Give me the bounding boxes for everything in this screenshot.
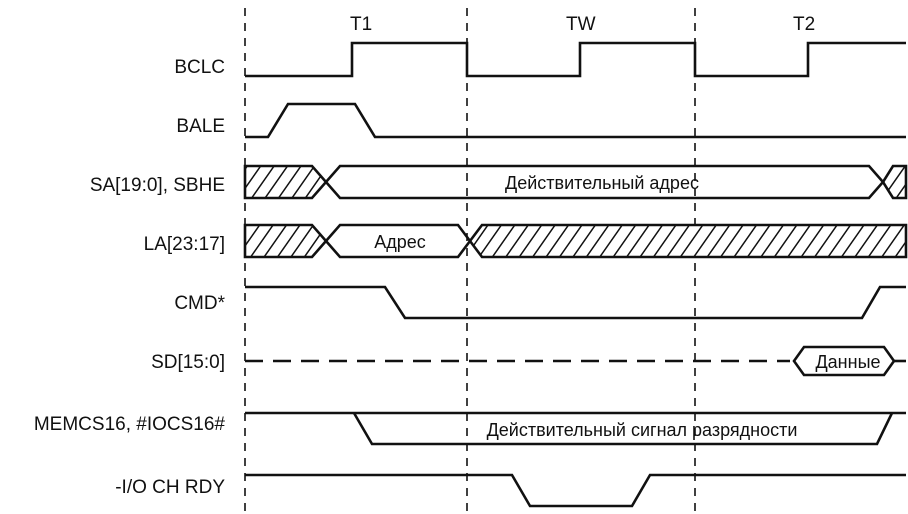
la-bus-waveform: [243, 223, 908, 259]
phase-t1-label: T1: [350, 14, 372, 35]
bclc-waveform: [245, 41, 906, 78]
memcs-valid-annotation: Действительный сигнал разрядности: [487, 420, 798, 440]
signal-label-bclc: BCLC: [174, 57, 225, 78]
signal-label-memcs: MEMCS16, #IOCS16#: [34, 414, 226, 435]
signal-label-cmd: CMD*: [174, 293, 225, 314]
cmd-waveform: [245, 285, 906, 320]
sa-bus-waveform: [243, 164, 908, 200]
la-hatch-right: [468, 223, 908, 259]
phase-t2-label: T2: [793, 14, 815, 35]
memcs-valid-line: [352, 412, 894, 446]
la-address-annotation: Адрес: [374, 232, 426, 252]
sd-bus-waveform: [245, 345, 906, 377]
phase-tw-label: TW: [566, 14, 596, 35]
sa-valid-annotation: Действительный адрес: [505, 173, 699, 193]
bale-waveform: [245, 102, 906, 139]
sa-hatch-right: [881, 164, 908, 200]
la-address-segment: [324, 223, 472, 259]
memcs-waveform: [245, 411, 906, 446]
iochrdy-waveform: [245, 473, 906, 508]
signal-label-sa: SA[19:0], SBHE: [90, 175, 225, 196]
signal-label-bale: BALE: [176, 116, 225, 137]
la-hatch-left: [243, 223, 328, 259]
sd-data-annotation: Данные: [815, 352, 880, 372]
signal-label-la: LA[23:17]: [144, 234, 225, 255]
sa-valid-segment: [324, 164, 885, 200]
signal-label-sd: SD[15:0]: [151, 352, 225, 373]
signal-label-iochrdy: -I/O CH RDY: [115, 477, 225, 498]
sa-hatch-left: [243, 164, 328, 200]
